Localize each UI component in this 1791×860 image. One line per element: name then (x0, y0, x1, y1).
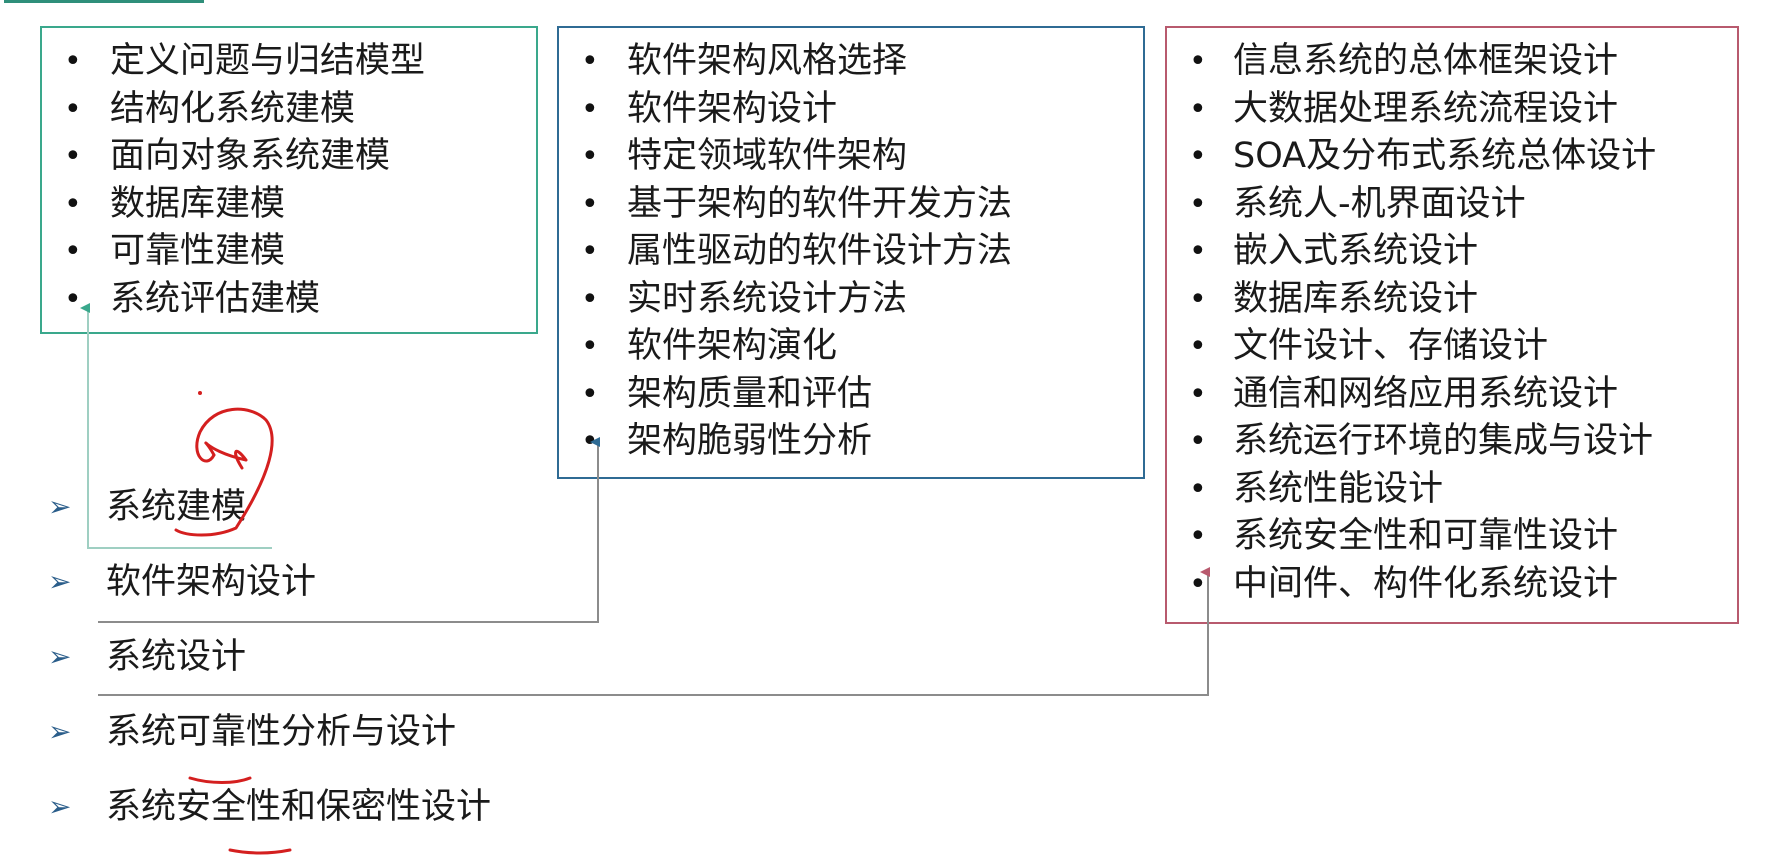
list-item: 软件架构演化 (559, 323, 1143, 371)
list-item: 嵌入式系统设计 (1167, 228, 1737, 276)
topic-item-system-design: ➢ 系统设计 (48, 632, 246, 680)
list-item: 面向对象系统建模 (42, 133, 536, 181)
header-underline-fragment (4, 0, 204, 3)
list-item: 软件架构风格选择 (559, 38, 1143, 86)
list-item: 系统安全性和可靠性设计 (1167, 513, 1737, 561)
list-item: 定义问题与归结模型 (42, 38, 536, 86)
list-item: 数据库建模 (42, 181, 536, 229)
arrowhead-right-icon: ➢ (48, 565, 72, 598)
list-item: 中间件、构件化系统设计 (1167, 561, 1737, 609)
handwritten-underline-security (228, 848, 292, 855)
list-item: 系统性能设计 (1167, 466, 1737, 514)
list-item: 系统评估建模 (42, 276, 536, 324)
topic-item-software-architecture: ➢ 软件架构设计 (48, 557, 316, 605)
list-item: 属性驱动的软件设计方法 (559, 228, 1143, 276)
list-item: 系统人-机界面设计 (1167, 181, 1737, 229)
arrowhead-right-icon: ➢ (48, 790, 72, 823)
list-item: 特定领域软件架构 (559, 133, 1143, 181)
software-architecture-box: 软件架构风格选择 软件架构设计 特定领域软件架构 基于架构的软件开发方法 属性驱… (557, 26, 1145, 479)
system-modeling-box: 定义问题与归结模型 结构化系统建模 面向对象系统建模 数据库建模 可靠性建模 系… (40, 26, 538, 334)
list-item: 软件架构设计 (559, 86, 1143, 134)
annotation-dot (198, 391, 202, 395)
list-item: 通信和网络应用系统设计 (1167, 371, 1737, 419)
list-item: 数据库系统设计 (1167, 276, 1737, 324)
topic-item-system-modeling: ➢ 系统建模 (48, 482, 246, 530)
topic-label: 系统建模 (106, 487, 247, 527)
system-modeling-list: 定义问题与归结模型 结构化系统建模 面向对象系统建模 数据库建模 可靠性建模 系… (42, 38, 536, 323)
list-item: 结构化系统建模 (42, 86, 536, 134)
topic-label: 系统安全性和保密性设计 (106, 787, 492, 827)
arrowhead-right-icon: ➢ (48, 715, 72, 748)
list-item: 实时系统设计方法 (559, 276, 1143, 324)
list-item: SOA及分布式系统总体设计 (1167, 133, 1737, 181)
list-item: 架构脆弱性分析 (559, 418, 1143, 466)
topic-label: 系统可靠性分析与设计 (106, 712, 457, 752)
list-item: 可靠性建模 (42, 228, 536, 276)
topic-item-security-design: ➢ 系统安全性和保密性设计 (48, 782, 491, 830)
list-item: 文件设计、存储设计 (1167, 323, 1737, 371)
system-design-list: 信息系统的总体框架设计 大数据处理系统流程设计 SOA及分布式系统总体设计 系统… (1167, 38, 1737, 608)
topic-label: 系统设计 (106, 637, 247, 677)
arrowhead-right-icon: ➢ (48, 490, 72, 523)
list-item: 信息系统的总体框架设计 (1167, 38, 1737, 86)
system-design-box: 信息系统的总体框架设计 大数据处理系统流程设计 SOA及分布式系统总体设计 系统… (1165, 26, 1739, 624)
list-item: 系统运行环境的集成与设计 (1167, 418, 1737, 466)
list-item: 基于架构的软件开发方法 (559, 181, 1143, 229)
software-architecture-list: 软件架构风格选择 软件架构设计 特定领域软件架构 基于架构的软件开发方法 属性驱… (559, 38, 1143, 466)
list-item: 架构质量和评估 (559, 371, 1143, 419)
arrowhead-right-icon: ➢ (48, 640, 72, 673)
topic-label: 软件架构设计 (106, 562, 317, 602)
list-item: 大数据处理系统流程设计 (1167, 86, 1737, 134)
topic-item-reliability-design: ➢ 系统可靠性分析与设计 (48, 707, 456, 755)
